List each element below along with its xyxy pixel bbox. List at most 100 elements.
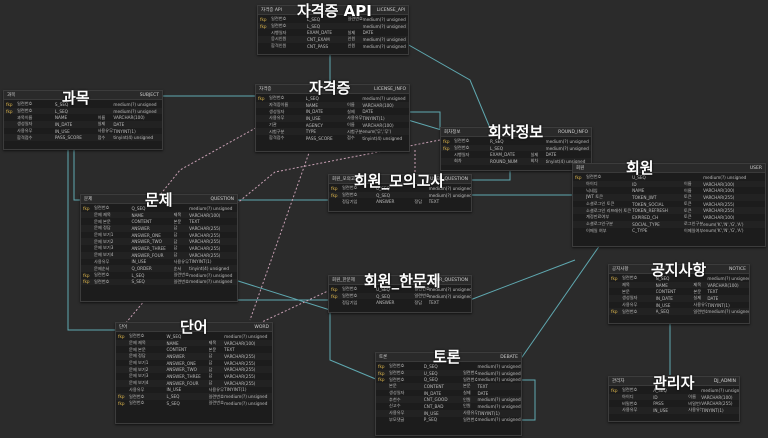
column-row[interactable]: 문제 보기3ANSWER_THREE답VARCHAR(255) [116, 373, 272, 380]
column-row[interactable]: 생성일자IN_DATE실제DATE [609, 295, 749, 302]
column-row[interactable]: 합격점수PASS_SCORE점수tinyint(4) unsigned [4, 134, 162, 142]
column-row[interactable]: 문제 보기4ANSWER_FOUR답VARCHAR(255) [81, 251, 237, 259]
column-row[interactable]: 소셜로그인 토큰TOKEN_SOCIAL토큰VARCHAR(255) [573, 201, 765, 208]
column-row[interactable]: fkp일련번호S_SEQmedium(?) unsigned [4, 101, 162, 108]
column-row[interactable]: 문제 본문CONTENT본문TEXT [116, 346, 272, 353]
column-row[interactable]: 생성일자IN_DATE실제DATE [4, 121, 162, 128]
table-member[interactable]: 회원USERfkp일련번호U_SEQmedium(?) unsigned아이디I… [572, 163, 766, 247]
column-row[interactable]: fkp일련번호U_SEQmedium(?) unsigned [573, 174, 765, 181]
table-header[interactable]: 회차정보ROUND_INFO [441, 128, 591, 137]
table-header[interactable]: 회원_한문제USER_QUESTION [329, 276, 471, 285]
column-row[interactable]: 신고수CNT_BAD인원medium(?) unsigned [376, 403, 521, 410]
column-row[interactable]: fkp일련번호U_SEQmedium(?) unsigned [329, 185, 471, 192]
table-header[interactable]: 관리자DJ_ADMIN [609, 377, 739, 386]
column-row[interactable]: fkp일련번호L_SEQ일련번호medium(?) unsigned [258, 16, 408, 23]
table-header[interactable]: 공지사항NOTICE [609, 265, 749, 274]
column-row[interactable]: 기관AGENCY이름VARCHAR(100) [256, 122, 409, 129]
column-row[interactable]: fkp일련번호U_SEQ일련번호medium(?) unsigned [329, 286, 471, 293]
table-mock-exam[interactable]: 회원_모의고사USER_QUESTIONfkp일련번호U_SEQmedium(?… [328, 174, 472, 212]
column-row[interactable]: fkp일련번호S_SEQ일련번호medium(?) unsigned [116, 400, 272, 407]
column-row[interactable]: 자격증이름NAME이름VARCHAR(100) [256, 101, 409, 109]
table-header[interactable]: 회원_모의고사USER_QUESTION [329, 175, 471, 184]
column-row[interactable]: 생성일자IN_DATE실제DATE [376, 390, 521, 397]
column-row[interactable]: 생성일자IN_DATE실제DATE [256, 108, 409, 115]
column-row[interactable]: 문제순서Q_ORDER순서tinyint(4) unsigned [81, 265, 237, 272]
column-row[interactable]: fkp일련번호Q_SEQmedium(?) unsigned [81, 205, 237, 212]
column-row[interactable]: 문제 보기4ANSWER_FOUR답VARCHAR(255) [116, 379, 272, 387]
column-row[interactable]: 문제 본문CONTENT본문TEXT [81, 218, 237, 225]
column-row[interactable]: 문제 보기1ANSWER_ONE답VARCHAR(255) [116, 360, 272, 367]
column-row[interactable]: 사용유무IN_USE사용유무TINYINT(1) [609, 302, 749, 309]
column-row[interactable]: 제목NAME제목VARCHAR(100) [609, 281, 749, 289]
column-row[interactable]: fkp일련번호D_SEQmedium(?) unsigned [376, 363, 521, 370]
column-row[interactable]: 닉네임NAME이름VARCHAR(100) [573, 187, 765, 194]
table-subject[interactable]: 과목SUBJECTfkp일련번호S_SEQmedium(?) unsignedf… [3, 90, 163, 150]
column-row[interactable]: 소셜로그인 리프레쉬 토큰TOKEN_REFRESH토큰VARCHAR(255) [573, 207, 765, 215]
column-row[interactable]: 본문CONTENT본문TEXT [609, 288, 749, 295]
column-row[interactable]: 정답기입ANSWER정답TEXT [329, 198, 471, 205]
table-header[interactable]: 단어WORD [116, 323, 272, 332]
column-row[interactable]: 회차ROUND_NUM회차tinyint(4) unsigned [441, 158, 591, 165]
column-row[interactable]: fkp일련번호A_SEQmedium(?) unsigned [609, 387, 739, 394]
column-row[interactable]: 시행일자EXAM_DATE실제DATE [258, 29, 408, 36]
column-row[interactable]: fkp일련번호R_SEQmedium(?) unsigned [441, 138, 591, 145]
table-debate[interactable]: 토론DEBATEfkp일련번호D_SEQmedium(?) unsignedfk… [375, 352, 522, 436]
table-header[interactable]: 자격증 APILICENSE_API [258, 6, 408, 15]
column-row[interactable]: fkp일련번호Q_SEQmedium(?) unsigned [329, 191, 471, 199]
column-row[interactable]: fkp일련번호S_SEQ일련번호medium(?) unsigned [81, 278, 237, 286]
column-row[interactable]: fkp일련번호L_SEQmedium(?) unsigned [441, 144, 591, 152]
column-row[interactable]: 응시인원CNT_EXAM인원medium(?) unsigned [258, 36, 408, 43]
column-row[interactable]: 합격인원CNT_PASS인원medium(?) unsigned [258, 43, 408, 50]
column-row[interactable]: 아이디ID이름VARCHAR(100) [609, 393, 739, 401]
table-header[interactable]: 자격증LICENSE_INFO [256, 85, 409, 94]
column-row[interactable]: fkp일련번호W_SEQmedium(?) unsigned [116, 333, 272, 340]
column-row[interactable]: fkp일련번호L_SEQmedium(?) unsigned [4, 107, 162, 115]
table-notice[interactable]: 공지사항NOTICEfkp일련번호N_SEQmedium(?) unsigned… [608, 264, 750, 324]
column-row[interactable]: 사용유무IN_USE사용유무TINYINT(1) [256, 115, 409, 122]
table-admin[interactable]: 관리자DJ_ADMINfkp일련번호A_SEQmedium(?) unsigne… [608, 376, 740, 422]
column-row[interactable]: 문제 정답ANSWER답VARCHAR(255) [81, 225, 237, 232]
column-row[interactable]: 아이디ID이름VARCHAR(100) [573, 180, 765, 188]
column-row[interactable]: 문제 정답ANSWER답VARCHAR(255) [116, 353, 272, 360]
table-header[interactable]: 과목SUBJECT [4, 91, 162, 100]
column-row[interactable]: fkp일련번호Q_SEQ일련번호medium(?) unsigned [329, 292, 471, 300]
column-row[interactable]: fkp일련번호L_SEQ일련번호medium(?) unsigned [116, 393, 272, 400]
column-row[interactable]: 문제 제목NAME제목VARCHAR(100) [81, 211, 237, 219]
column-row[interactable]: 시험구분TYPE시험구분enum('무','무') [256, 128, 409, 136]
column-row[interactable]: 추천수CNT_GOOD인원medium(?) unsigned [376, 396, 521, 404]
table-user-question[interactable]: 회원_한문제USER_QUESTIONfkp일련번호U_SEQ일련번호mediu… [328, 275, 472, 313]
table-header[interactable]: 토론DEBATE [376, 353, 521, 362]
column-row[interactable]: fkp일련번호A_SEQ일련번호medium(?) unsigned [609, 308, 749, 316]
column-row[interactable]: 사용유무IN_USE사용유무TINYINT(1) [376, 409, 521, 417]
column-row[interactable]: fkp일련번호N_SEQmedium(?) unsigned [609, 275, 749, 282]
column-row[interactable]: 정답기입ANSWER정답TEXT [329, 299, 471, 306]
column-row[interactable]: 합격점수PASS_SCORE점수tinyint(4) unsigned [256, 135, 409, 142]
table-round-info[interactable]: 회차정보ROUND_INFOfkp일련번호R_SEQmedium(?) unsi… [440, 127, 592, 171]
column-row[interactable]: fkp일련번호L_SEQ일련번호medium(?) unsigned [81, 272, 237, 279]
column-row[interactable]: 문제 보기3ANSWER_THREE답VARCHAR(255) [81, 245, 237, 252]
column-row[interactable]: 시행일자EXAM_DATE실제DATE [441, 151, 591, 158]
column-row[interactable]: 사용유무IN_USE사용유무TINYINT(1) [116, 387, 272, 394]
column-row[interactable]: 소셜로그인구분SOCIAL_TYPE로그인구분enum('K','N','G',… [573, 220, 765, 228]
column-row[interactable]: JWT 토큰TOKEN_JWT토큰VARCHAR(255) [573, 194, 765, 201]
column-row[interactable]: 문제 제목NAME제목VARCHAR(100) [116, 339, 272, 347]
table-question[interactable]: 문제QUESTIONfkp일련번호Q_SEQmedium(?) unsigned… [80, 194, 238, 302]
column-row[interactable]: fkp일련번호U_SEQ일련번호medium(?) unsigned [376, 369, 521, 377]
column-row[interactable]: 사용유무IN_USE사용유무TINYINT(1) [609, 407, 739, 414]
table-license[interactable]: 자격증LICENSE_INFOfkp일련번호L_SEQmedium(?) uns… [255, 84, 410, 152]
table-header[interactable]: 회원USER [573, 164, 765, 173]
column-row[interactable]: 사용유무IN_USE사용유무TINYINT(1) [81, 259, 237, 266]
column-row[interactable]: 본문CONTENT본문TEXT [376, 383, 521, 390]
column-row[interactable]: 부모댓글P_SEQ일련번호medium(?) unsigned [376, 417, 521, 424]
column-row[interactable]: 이메일 여부C_TYPE이메일여부enum('K','N','G','A') [573, 228, 765, 235]
column-row[interactable]: 문제 보기2ANSWER_TWO답VARCHAR(255) [81, 238, 237, 246]
column-row[interactable]: 과목이름NAME이름VARCHAR(100) [4, 114, 162, 121]
column-row[interactable]: 문제 보기2ANSWER_TWO답VARCHAR(255) [116, 366, 272, 374]
column-row[interactable]: 사용유무IN_USE사용유무TINYINT(1) [4, 128, 162, 135]
column-row[interactable]: fkp일련번호L_SEQmedium(?) unsigned [258, 22, 408, 30]
table-header[interactable]: 문제QUESTION [81, 195, 237, 204]
column-row[interactable]: 문제 보기1ANSWER_ONE답VARCHAR(255) [81, 232, 237, 239]
table-license-api[interactable]: 자격증 APILICENSE_APIfkp일련번호L_SEQ일련번호medium… [257, 5, 409, 55]
column-row[interactable]: fkp일련번호L_SEQmedium(?) unsigned [256, 95, 409, 102]
